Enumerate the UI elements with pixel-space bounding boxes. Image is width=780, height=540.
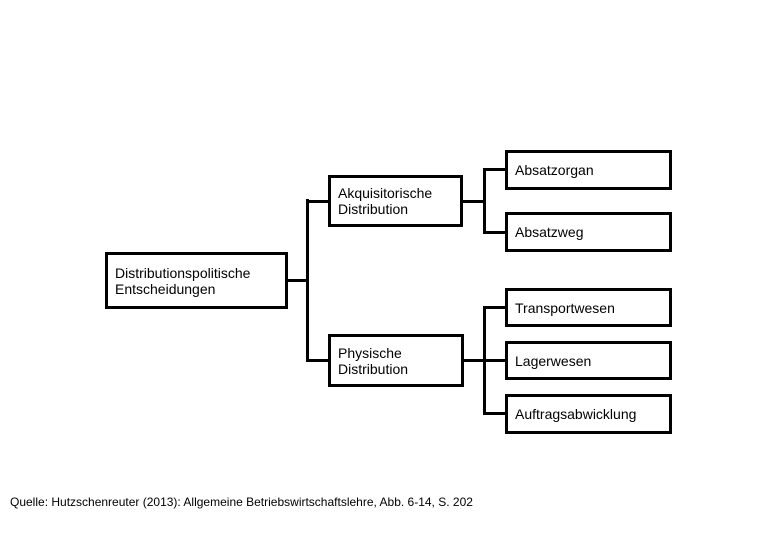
node-absatzweg: Absatzweg <box>505 212 672 252</box>
node-label-line: Entscheidungen <box>115 280 216 297</box>
source-citation: Quelle: Hutzschenreuter (2013): Allgemei… <box>10 495 473 509</box>
connector-to-physische <box>306 359 328 362</box>
node-label-line: Distribution <box>338 201 409 217</box>
node-lagerwesen: Lagerwesen <box>505 341 672 380</box>
connector-to-transportwesen <box>483 306 505 309</box>
node-label-line: Transportwesen <box>515 299 615 316</box>
connector-to-akquisitorische <box>306 200 328 203</box>
node-label-line: Absatzweg <box>515 224 584 240</box>
node-label-line: Akquisitorische <box>338 185 433 201</box>
node-auftragsabwicklung: Auftragsabwicklung <box>505 394 672 434</box>
node-absatzorgan: Absatzorgan <box>505 150 672 190</box>
connector-to-auftragsabwicklung <box>483 412 505 415</box>
connector-trunk-physische-children <box>483 306 486 415</box>
node-transportwesen: Transportwesen <box>505 288 672 327</box>
connector-to-absatzorgan <box>483 168 505 171</box>
node-label-line: Auftragsabwicklung <box>515 406 637 422</box>
node-label-line: Physische <box>338 344 402 361</box>
node-physische-distribution: Physische Distribution <box>328 334 464 387</box>
connector-root-out <box>288 279 309 282</box>
node-distributionspolitische-entscheidungen: Distributionspolitische Entscheidungen <box>105 252 288 309</box>
connector-akquisitorische-out <box>463 200 486 203</box>
node-label-line: Absatzorgan <box>515 162 594 178</box>
node-label-line: Distributionspolitische <box>115 264 251 281</box>
node-label-line: Lagerwesen <box>515 352 592 369</box>
node-akquisitorische-distribution: Akquisitorische Distribution <box>328 175 463 227</box>
node-label-line: Distribution <box>338 360 409 377</box>
connector-trunk-level1 <box>306 199 309 362</box>
connector-to-absatzweg <box>483 231 505 234</box>
connector-trunk-akquisitorische-children <box>483 168 486 234</box>
